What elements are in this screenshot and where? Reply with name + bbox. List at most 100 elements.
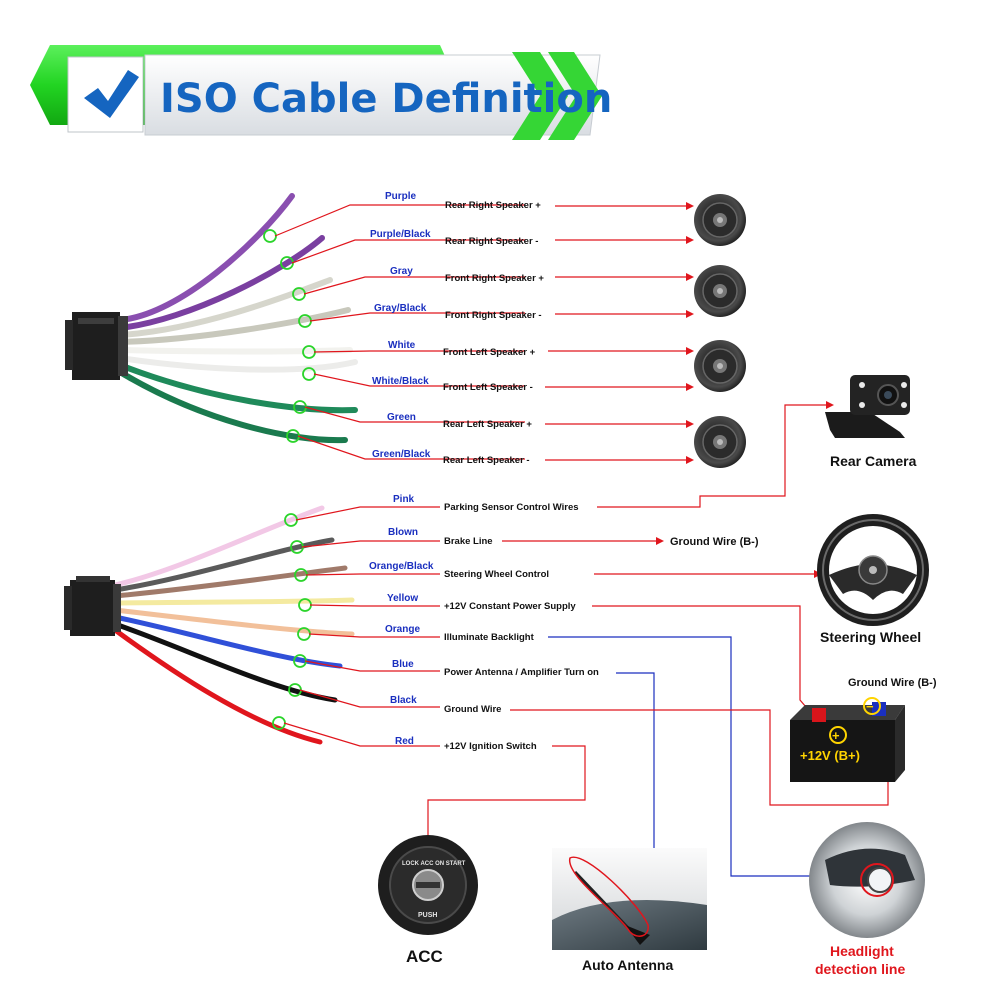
power-harness-wires bbox=[112, 505, 355, 745]
function-label: Illuminate Backlight bbox=[444, 632, 535, 643]
speaker-row-7: Green/Black Rear Left Speaker - bbox=[297, 435, 694, 466]
wire-orange bbox=[112, 607, 355, 637]
wire-black bbox=[112, 621, 338, 703]
battery-voltage-label: +12V (B+) bbox=[800, 748, 860, 763]
battery-ground-label: Ground Wire (B-) bbox=[848, 677, 937, 689]
route-constant-power bbox=[592, 605, 813, 715]
power-row-5: Blue Power Antenna / Amplifier Turn on bbox=[304, 659, 599, 678]
function-label: Brake Line bbox=[444, 536, 493, 547]
ignition-push-text: PUSH bbox=[418, 912, 437, 919]
wire-pink bbox=[112, 505, 325, 588]
color-label: White bbox=[388, 340, 416, 351]
wire-gray bbox=[117, 277, 333, 338]
ring-purple bbox=[263, 229, 277, 243]
power-row-6: Black Ground Wire bbox=[299, 689, 501, 715]
acc-label: ACC bbox=[406, 947, 443, 966]
speaker-icon bbox=[694, 194, 746, 246]
speaker-row-1: Purple/Black Rear Right Speaker - bbox=[291, 229, 694, 264]
wire-gray-black bbox=[117, 307, 351, 345]
wire-orange-black bbox=[112, 565, 348, 599]
banner-white-panel bbox=[144, 54, 601, 136]
function-label: Ground Wire bbox=[444, 704, 501, 715]
power-row-1: Blown Brake Line bbox=[301, 527, 493, 548]
color-label: Black bbox=[390, 695, 417, 706]
speaker-harness-wires bbox=[117, 193, 358, 444]
speaker-icon bbox=[694, 416, 746, 468]
color-label: Red bbox=[395, 736, 414, 747]
color-label: White/Black bbox=[372, 376, 429, 387]
power-row-2: Orange/Black Steering Wheel Control bbox=[305, 561, 549, 580]
battery-minus-icon: − bbox=[866, 699, 874, 714]
color-label: Purple bbox=[385, 191, 417, 202]
color-label: Purple/Black bbox=[370, 229, 431, 240]
steering-wheel-label: Steering Wheel bbox=[820, 629, 921, 645]
banner-chevrons bbox=[512, 52, 602, 140]
function-label: Front Right Speaker + bbox=[445, 273, 544, 284]
function-label: Front Right Speaker - bbox=[445, 310, 542, 321]
speaker-icon bbox=[694, 265, 746, 317]
function-label: +12V Ignition Switch bbox=[444, 741, 537, 752]
speaker-row-0: Purple Rear Right Speaker + bbox=[274, 191, 694, 237]
power-row-0: Pink Parking Sensor Control Wires bbox=[295, 494, 579, 521]
function-label: Rear Left Speaker - bbox=[443, 455, 530, 466]
check-box bbox=[67, 56, 144, 133]
power-row-3: Yellow +12V Constant Power Supply bbox=[309, 593, 576, 612]
wire-red bbox=[112, 627, 323, 745]
function-label: Front Left Speaker + bbox=[443, 347, 536, 358]
color-label: Yellow bbox=[387, 593, 418, 604]
route-rear-camera bbox=[597, 404, 826, 508]
ignition-ring-text: LOCK ACC ON START bbox=[402, 861, 466, 867]
wire-yellow bbox=[112, 597, 355, 606]
auto-antenna-photo: Auto Antenna bbox=[552, 848, 707, 973]
color-label: Orange bbox=[385, 624, 420, 635]
speaker-row-5: White/Black Front Left Speaker - bbox=[313, 373, 694, 393]
function-label: +12V Constant Power Supply bbox=[444, 601, 576, 612]
wire-purple bbox=[117, 193, 295, 323]
power-row-4: Orange Illuminate Backlight bbox=[308, 624, 535, 643]
battery-plus-icon: + bbox=[832, 728, 840, 743]
color-label: Gray bbox=[390, 266, 413, 277]
check-icon bbox=[84, 70, 139, 118]
color-label: Pink bbox=[393, 494, 415, 505]
rear-camera-device: Rear Camera bbox=[825, 375, 917, 469]
route-backlight bbox=[548, 636, 835, 877]
speaker-row-3: Gray/Black Front Right Speaker - bbox=[309, 303, 694, 322]
wire-white bbox=[117, 347, 353, 355]
color-label: Green bbox=[387, 412, 416, 423]
function-label: Rear Left Speaker + bbox=[443, 419, 532, 430]
speaker-row-6: Green Rear Left Speaker + bbox=[304, 406, 694, 430]
wire-brown bbox=[112, 537, 335, 593]
battery-device: Ground Wire (B-) + − +12V (B+) bbox=[790, 677, 937, 782]
brake-ground-label: Ground Wire (B-) bbox=[670, 536, 759, 548]
route-ignition bbox=[427, 745, 586, 845]
headlight-label-line2: detection line bbox=[815, 961, 905, 977]
function-label: Front Left Speaker - bbox=[443, 382, 533, 393]
color-label: Orange/Black bbox=[369, 561, 434, 572]
title-banner: ISO Cable Definition bbox=[30, 45, 612, 140]
headlight-label-line1: Headlight bbox=[830, 943, 894, 959]
speaker-harness bbox=[65, 193, 358, 444]
color-label: Gray/Black bbox=[374, 303, 427, 314]
color-label: Blue bbox=[392, 659, 414, 670]
function-label: Steering Wheel Control bbox=[444, 569, 549, 580]
power-row-7: Red +12V Ignition Switch bbox=[283, 722, 537, 752]
wire-green bbox=[117, 362, 358, 414]
auto-antenna-label: Auto Antenna bbox=[582, 957, 673, 973]
rear-camera-label: Rear Camera bbox=[830, 453, 917, 469]
speaker-row-2: Gray Front Right Speaker + bbox=[303, 266, 694, 295]
wire-purple-black bbox=[117, 235, 325, 331]
function-label: Rear Right Speaker + bbox=[445, 200, 541, 211]
color-label: Blown bbox=[388, 527, 418, 538]
function-label: Rear Right Speaker - bbox=[445, 236, 538, 247]
headlight-icon bbox=[809, 822, 925, 938]
wire-white-black bbox=[117, 355, 358, 373]
function-label: Power Antenna / Amplifier Turn on bbox=[444, 667, 599, 678]
ignition-switch-icon: LOCK ACC ON START PUSH bbox=[378, 835, 478, 935]
power-connector bbox=[64, 576, 121, 636]
speaker-row-4: White Front Left Speaker + bbox=[313, 340, 694, 358]
speaker-icon bbox=[694, 340, 746, 392]
color-label: Green/Black bbox=[372, 449, 431, 460]
device-routes: Ground Wire (B-) bbox=[424, 401, 889, 896]
page-title: ISO Cable Definition bbox=[160, 76, 612, 122]
